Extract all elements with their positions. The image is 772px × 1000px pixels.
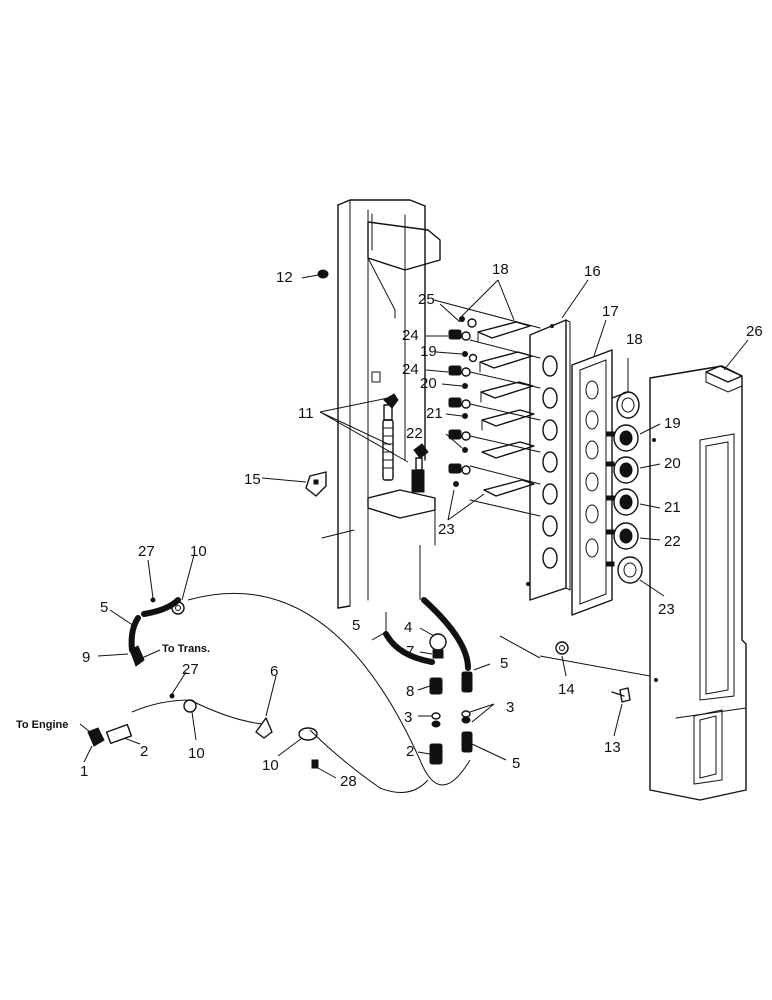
fitting-11-assembly: [382, 393, 429, 493]
callout-28: 28: [340, 773, 357, 790]
valve-bank: [433, 299, 541, 517]
callout-6: 6: [270, 663, 278, 680]
callout-24: 24: [402, 361, 419, 378]
callout-7: 7: [406, 643, 414, 660]
knob-20: [605, 456, 639, 484]
knob-22: [605, 522, 639, 550]
callout-20: 20: [420, 375, 437, 392]
callout-23: 23: [658, 601, 675, 618]
callout-labels: 1 2 2 3 3 4 5 5 5 5 6 7 8 9 10 10 10 11 …: [80, 261, 763, 790]
callout-18: 18: [492, 261, 509, 278]
control-knobs: [605, 391, 643, 584]
lower-plate: [321, 489, 436, 601]
callout-24: 24: [402, 327, 419, 344]
callout-27: 27: [138, 543, 155, 560]
callout-3: 3: [506, 699, 514, 716]
callout-22: 22: [664, 533, 681, 550]
gasket: [571, 349, 613, 616]
callout-3: 3: [404, 709, 412, 726]
callout-4: 4: [404, 619, 412, 636]
leader-lines: [79, 274, 749, 779]
callout-20: 20: [664, 455, 681, 472]
callout-21: 21: [426, 405, 443, 422]
callout-11: 11: [298, 405, 314, 422]
callout-26: 26: [746, 323, 763, 340]
callout-22: 22: [406, 425, 423, 442]
mast-column: [337, 199, 441, 609]
callout-2: 2: [140, 743, 148, 760]
hose-fittings: [87, 597, 473, 769]
callout-27: 27: [182, 661, 199, 678]
callout-1: 1: [80, 763, 88, 780]
callout-10: 10: [190, 543, 207, 560]
callout-10: 10: [262, 757, 279, 774]
callout-2: 2: [406, 743, 414, 760]
callout-21: 21: [664, 499, 681, 516]
hose-lines: [128, 545, 471, 793]
knob-18: [611, 391, 640, 419]
callout-10: 10: [188, 745, 205, 762]
callout-5: 5: [100, 599, 108, 616]
callout-16: 16: [584, 263, 601, 280]
misc-hardware: [305, 269, 631, 703]
callout-13: 13: [604, 739, 621, 756]
cover-panel: [649, 365, 747, 801]
callout-17: 17: [602, 303, 619, 320]
callout-19: 19: [664, 415, 681, 432]
callout-5: 5: [500, 655, 508, 672]
callout-9: 9: [82, 649, 90, 666]
callout-14: 14: [558, 681, 575, 698]
note-to-trans: To Trans.: [162, 643, 210, 655]
valve-plate: [526, 319, 571, 601]
knob-21: [605, 488, 639, 516]
knob-19: [605, 424, 639, 452]
callout-25: 25: [418, 291, 435, 308]
callout-23: 23: [438, 521, 455, 538]
knob-23: [605, 556, 643, 584]
callout-5: 5: [352, 617, 360, 634]
callout-15: 15: [244, 471, 261, 488]
callout-12: 12: [276, 269, 293, 286]
callout-5: 5: [512, 755, 520, 772]
callout-8: 8: [406, 683, 414, 700]
bank-fittings: [448, 316, 478, 487]
note-to-engine: To Engine: [16, 719, 68, 731]
callout-18: 18: [626, 331, 643, 348]
callout-19: 19: [420, 343, 437, 360]
